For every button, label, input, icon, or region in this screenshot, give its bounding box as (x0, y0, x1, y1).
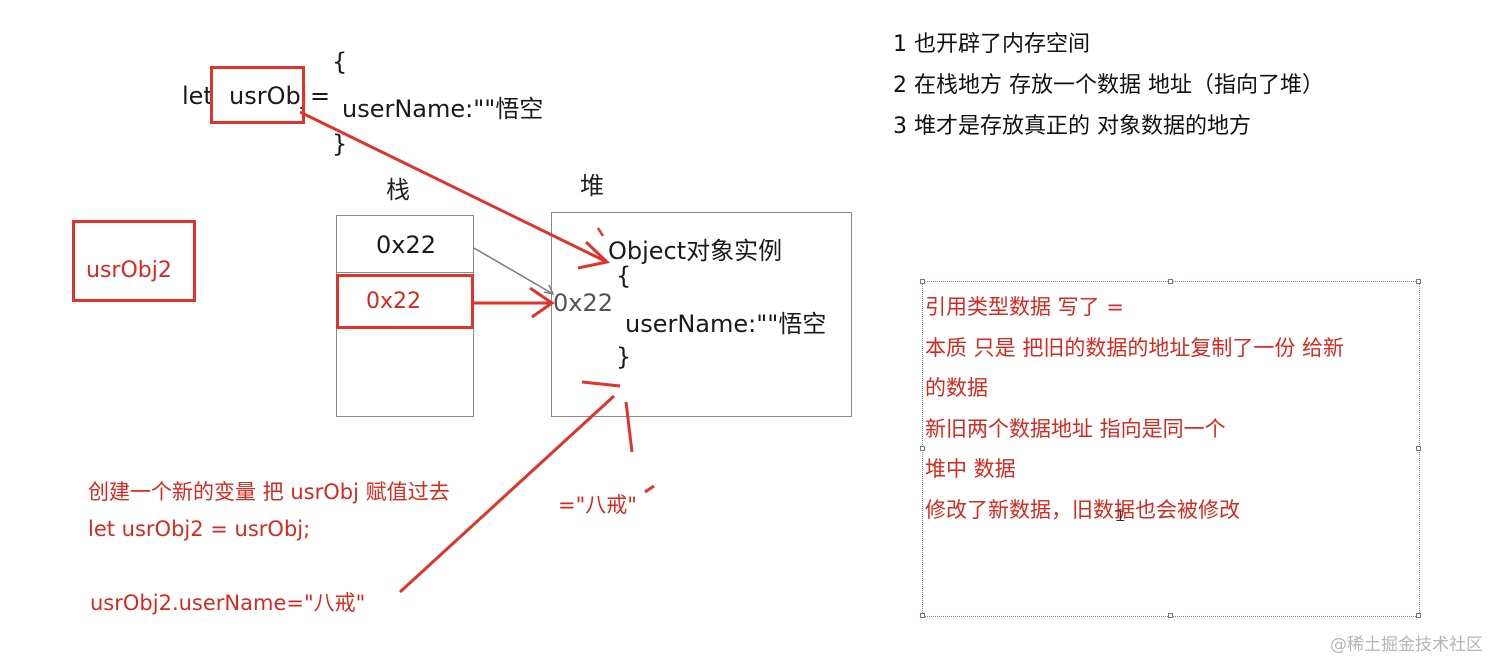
watermark: @稀土掘金技术社区 (1330, 635, 1483, 655)
panel-line-6: 修改了新数据，旧数据也会被修改 (925, 498, 1240, 522)
heap-property: userName:""悟空 (625, 310, 827, 338)
heap-mark-2 (624, 401, 634, 453)
note-line-3: 3 堆才是存放真正的 对象数据的地方 (893, 114, 1251, 139)
heap-assign-annotation: ="八戒" (558, 493, 637, 517)
stack-cell-2-highlight (336, 274, 474, 329)
close-brace: } (332, 130, 348, 158)
usrobj2-label: usrObj2 (86, 258, 172, 283)
stack-cell-1: 0x22 (376, 231, 437, 259)
panel-line-5: 堆中 数据 (925, 457, 1016, 481)
usrobj2-box (72, 220, 196, 302)
panel-line-4: 新旧两个数据地址 指向是同一个 (925, 417, 1226, 441)
let-keyword: let (182, 82, 213, 110)
usrobj-highlight-box (210, 66, 305, 124)
heap-label: 堆 (580, 172, 604, 200)
arrow-modify-to-heap (398, 394, 616, 594)
stack-label: 栈 (386, 176, 410, 204)
heap-close-brace: } (616, 343, 632, 371)
heap-title: Object对象实例 (608, 237, 783, 265)
arrowhead-stack1 (543, 284, 555, 296)
heap-open-brace: { (616, 262, 632, 290)
arrow-stack1-to-heap (473, 247, 554, 295)
stack-cell-2: 0x22 (366, 289, 422, 314)
var-name-usrobj: usrObj (229, 82, 308, 110)
stack-column (336, 215, 474, 417)
panel-line-2: 本质 只是 把旧的数据的地址复制了一份 给新 (925, 336, 1345, 360)
open-brace: { (332, 48, 348, 76)
heap-mark-4 (596, 227, 605, 237)
heap-address: 0x22 (553, 289, 614, 317)
resize-handle-ml[interactable] (920, 446, 925, 451)
resize-handle-tl[interactable] (920, 279, 925, 284)
arrow-usrobj-to-heap (299, 110, 608, 264)
equals-sign: = (310, 82, 331, 110)
stack-divider (336, 272, 474, 273)
bottom-code-line-3: usrObj2.userName="八戒" (90, 591, 366, 615)
bottom-code-line-1: 创建一个新的变量 把 usrObj 赋值过去 (88, 480, 450, 504)
heap-mark-3 (644, 484, 655, 494)
heap-mark-1 (581, 380, 621, 388)
text-cursor-icon: Ꮖ (1116, 509, 1126, 525)
note-line-2: 2 在栈地方 存放一个数据 地址（指向了堆） (893, 73, 1324, 98)
note-line-1: 1 也开辟了内存空间 (893, 32, 1090, 57)
property-username: userName:""悟空 (342, 95, 544, 123)
panel-line-1: 引用类型数据 写了 = (925, 295, 1124, 319)
arrowhead-stack2 (529, 286, 555, 319)
resize-handle-bm[interactable] (1168, 613, 1173, 618)
resize-handle-br[interactable] (1416, 613, 1421, 618)
resize-handle-mr[interactable] (1416, 446, 1421, 451)
resize-handle-tm[interactable] (1168, 279, 1173, 284)
resize-handle-tr[interactable] (1416, 279, 1421, 284)
arrowhead-usrobj (577, 240, 611, 270)
panel-line-3: 的数据 (925, 376, 988, 400)
bottom-code-line-2: let usrObj2 = usrObj; (88, 517, 311, 541)
resize-handle-bl[interactable] (920, 613, 925, 618)
